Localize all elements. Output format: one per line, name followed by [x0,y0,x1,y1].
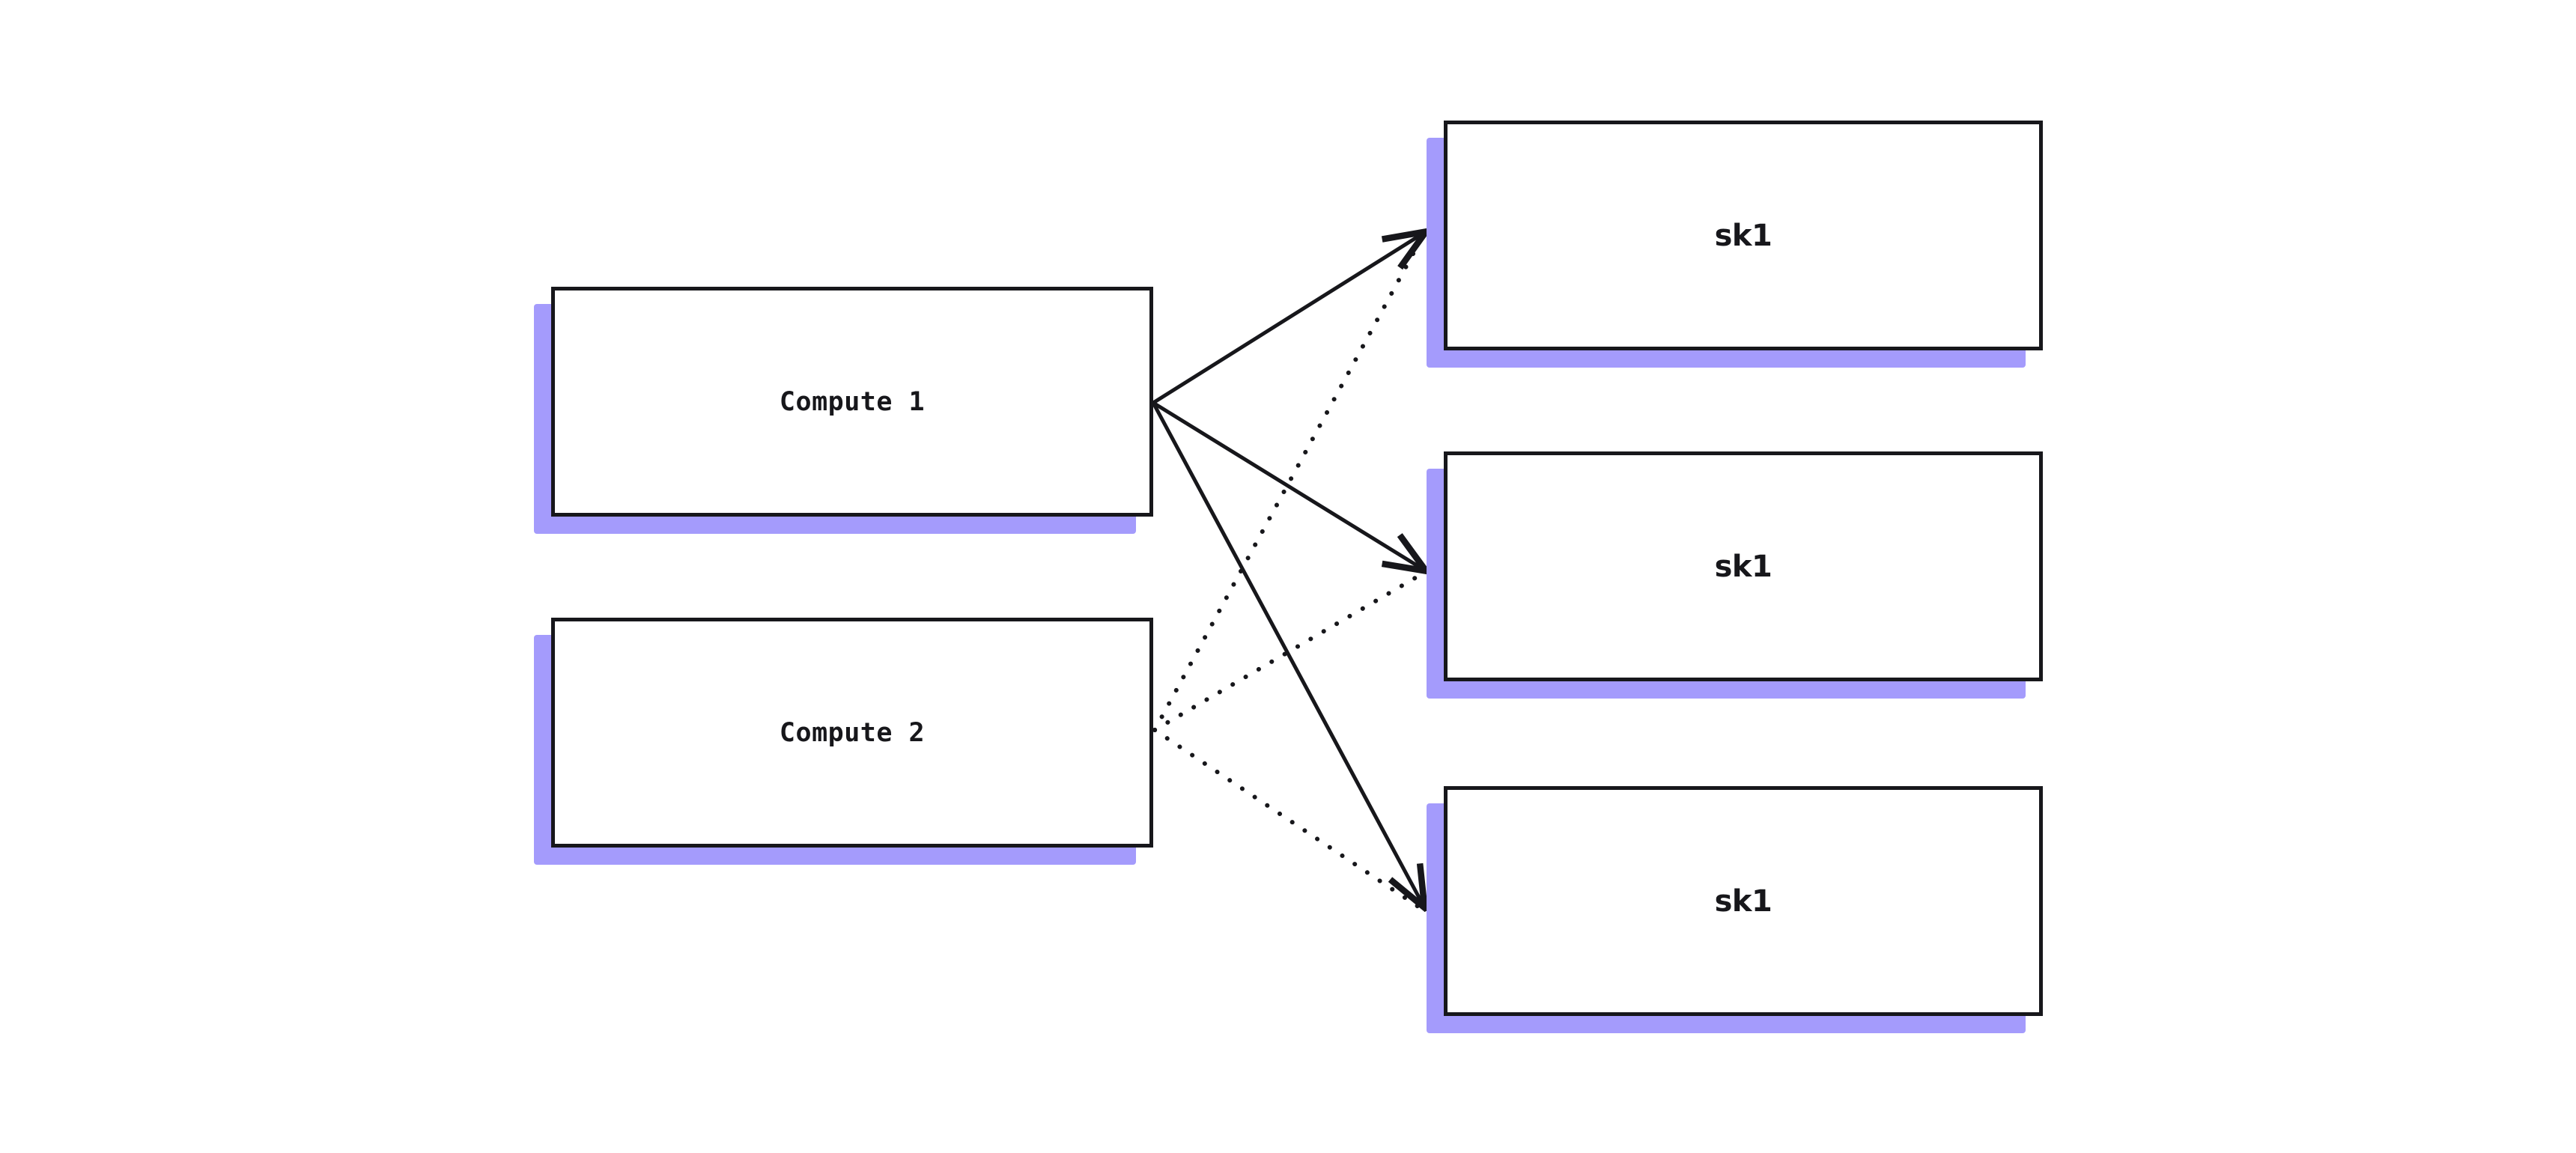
node-sk1-1[interactable]: sk1 [1444,121,2043,350]
node-sk1-2[interactable]: sk1 [1444,451,2043,681]
edge-compute2-sk1a [1152,234,1425,732]
node-label-compute-2: Compute 2 [779,717,926,748]
edge-compute2-sk1b [1152,571,1425,732]
edge-compute1-sk1b [1152,401,1423,569]
node-label-sk1-2: sk1 [1714,549,1772,584]
node-label-sk1-3: sk1 [1714,883,1772,919]
node-sk1-3[interactable]: sk1 [1444,786,2043,1016]
edge-compute1-sk1c [1151,401,1423,904]
edge-compute2-sk1c [1152,728,1425,912]
edge-compute1-sk1a [1152,234,1423,405]
node-compute-1[interactable]: Compute 1 [551,287,1153,517]
node-label-sk1-1: sk1 [1714,218,1772,253]
node-compute-2[interactable]: Compute 2 [551,618,1153,848]
node-label-compute-1: Compute 1 [779,386,926,417]
